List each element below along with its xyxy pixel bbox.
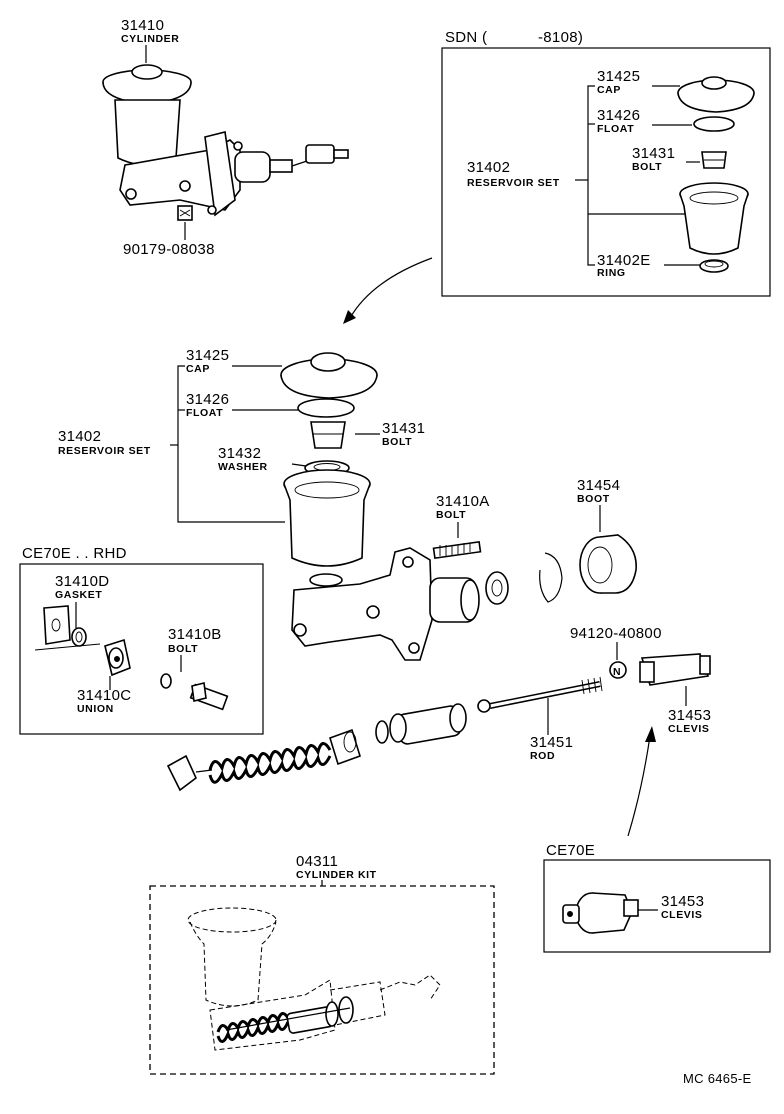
clevis-name: CLEVIS xyxy=(668,723,710,735)
bolt-name: BOLT xyxy=(382,436,412,448)
washer-number: 31432 xyxy=(218,445,261,462)
sdn-bolt-name: BOLT xyxy=(632,161,662,173)
reservoir-name: RESERVOIR SET xyxy=(58,445,151,457)
sdn-range: -8108) xyxy=(538,29,583,46)
bolt-a-name: BOLT xyxy=(436,509,466,521)
kit-number: 04311 xyxy=(296,853,338,870)
sdn-inset: SDN ( -8108) 31425 CAP 31426 FLOAT 31431… xyxy=(441,29,771,297)
bolt-a-number: 31410A xyxy=(436,493,490,510)
rod-name: ROD xyxy=(530,750,555,762)
ce70e-rhd-frame xyxy=(19,563,264,735)
bolt-b-name: BOLT xyxy=(168,643,198,655)
ce70e-header: CE70E xyxy=(546,842,595,859)
sdn-frame xyxy=(441,47,771,297)
gasket-name: GASKET xyxy=(55,589,102,601)
boot-number: 31454 xyxy=(577,477,620,494)
top-cylinder-assembly: 31410 CYLINDER 90179-08038 xyxy=(102,17,349,258)
sdn-float-number: 31426 xyxy=(597,107,640,124)
sdn-cap-name: CAP xyxy=(597,84,621,96)
sdn-reservoir-name: RESERVOIR SET xyxy=(467,177,560,189)
washer-name: WASHER xyxy=(218,461,268,473)
sdn-arrow xyxy=(349,257,433,319)
clevis2-number: 31453 xyxy=(661,893,704,910)
bolt-b-number: 31410B xyxy=(168,626,222,643)
top-bolt-number: 90179-08038 xyxy=(123,241,215,258)
boot-name: BOOT xyxy=(577,493,610,505)
ce70e-rhd-header: CE70E . . RHD xyxy=(22,545,127,562)
cap-number: 31425 xyxy=(186,347,229,364)
sdn-header: SDN ( xyxy=(445,29,487,46)
ce70e-inset: CE70E 31453 CLEVIS xyxy=(543,842,771,953)
clevis-number: 31453 xyxy=(668,707,711,724)
cap-name: CAP xyxy=(186,363,210,375)
top-cylinder-number: 31410 xyxy=(121,17,164,34)
float-number: 31426 xyxy=(186,391,229,408)
float-name: FLOAT xyxy=(186,407,223,419)
rod-number: 31451 xyxy=(530,734,573,751)
kit-name: CYLINDER KIT xyxy=(296,869,377,881)
ce70e-frame xyxy=(543,859,771,953)
sdn-float-name: FLOAT xyxy=(597,123,634,135)
union-number: 31410C xyxy=(77,687,131,704)
gasket-number: 31410D xyxy=(55,573,109,590)
sdn-ring-name: RING xyxy=(597,267,626,279)
clevis2-name: CLEVIS xyxy=(661,909,703,921)
ce70e-rhd-inset: CE70E . . RHD 31410D GASKET 31410B BOLT … xyxy=(19,545,264,735)
sdn-ring-number: 31402E xyxy=(597,252,651,269)
bolt-number: 31431 xyxy=(382,420,425,437)
kit-frame xyxy=(149,885,495,1075)
sdn-cap-number: 31425 xyxy=(597,68,640,85)
sdn-reservoir-number: 31402 xyxy=(467,159,510,176)
reservoir-number: 31402 xyxy=(58,428,101,445)
nut-number: 94120-40800 xyxy=(570,625,662,642)
drawing-code: MC 6465-E xyxy=(683,1071,751,1086)
top-cylinder-name: CYLINDER xyxy=(121,33,179,45)
ce70e-arrow xyxy=(627,735,651,837)
cylinder-kit: 04311 CYLINDER KIT xyxy=(149,853,495,1075)
union-name: UNION xyxy=(77,703,114,715)
nut-letter: N xyxy=(613,666,621,678)
sdn-bolt-number: 31431 xyxy=(632,145,675,162)
piston-rod-assembly: 94120-40800 N 31453 CLEVIS 31451 ROD xyxy=(166,625,711,792)
main-exploded-view: 31425 CAP 31426 FLOAT 31402 RESERVOIR SE… xyxy=(58,347,637,661)
